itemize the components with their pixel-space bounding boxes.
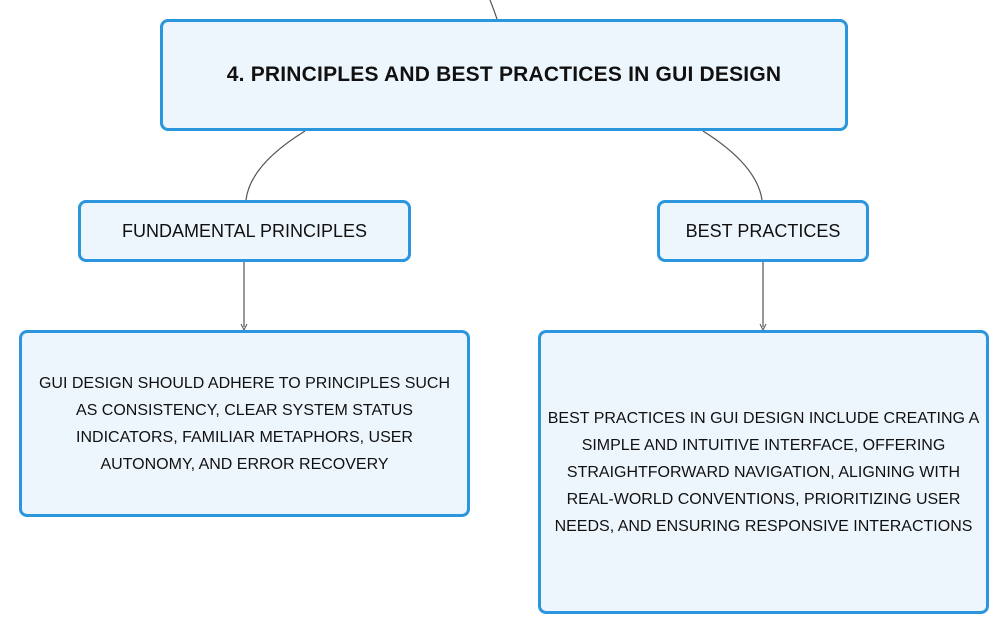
connector-main-to-best-practices — [702, 130, 763, 201]
main-topic-node[interactable]: 4. PRINCIPLES AND BEST PRACTICES IN GUI … — [160, 19, 848, 131]
fundamental-principles-description: GUI DESIGN SHOULD ADHERE TO PRINCIPLES S… — [38, 374, 451, 473]
best-practices-description-node[interactable]: BEST PRACTICES IN GUI DESIGN INCLUDE CRE… — [538, 330, 989, 614]
fundamental-principles-description-node[interactable]: GUI DESIGN SHOULD ADHERE TO PRINCIPLES S… — [19, 330, 470, 517]
main-topic-label: 4. PRINCIPLES AND BEST PRACTICES IN GUI … — [226, 63, 782, 86]
best-practices-label: BEST PRACTICES — [685, 220, 841, 241]
connector-main-to-fundamentals — [245, 130, 306, 201]
best-practices-description: BEST PRACTICES IN GUI DESIGN INCLUDE CRE… — [547, 409, 980, 535]
fundamental-principles-label: FUNDAMENTAL PRINCIPLES — [121, 220, 368, 241]
fundamental-principles-node[interactable]: FUNDAMENTAL PRINCIPLES — [78, 200, 411, 262]
connector-parent-to-main — [489, 0, 498, 20]
best-practices-node[interactable]: BEST PRACTICES — [657, 200, 869, 262]
